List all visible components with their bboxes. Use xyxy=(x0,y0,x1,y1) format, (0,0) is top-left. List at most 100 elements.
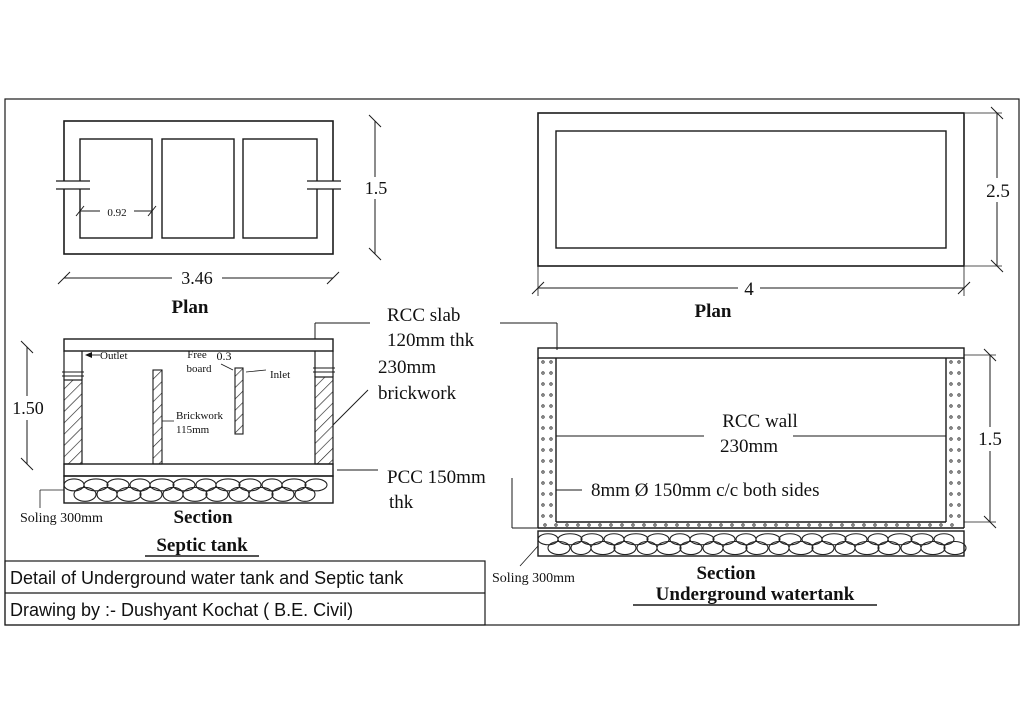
soling-stone xyxy=(854,540,880,556)
rebar-dot xyxy=(598,523,602,527)
rcc-slab-label-1: RCC slab xyxy=(387,305,460,326)
rebar-dot xyxy=(541,481,545,485)
rebar-dot xyxy=(549,470,553,474)
rebar-dot xyxy=(541,470,545,474)
soling-stone xyxy=(613,540,637,556)
rebar-dot xyxy=(541,448,545,452)
rebar-dot xyxy=(949,426,953,430)
rebar-dot xyxy=(541,371,545,375)
septic-section xyxy=(6,338,335,508)
rebar-dot xyxy=(957,470,961,474)
rebar-dot xyxy=(541,382,545,386)
rcc-slab-label-2: 120mm thk xyxy=(387,330,475,351)
rebar-dot xyxy=(631,523,635,527)
rebar-dot xyxy=(541,404,545,408)
soling-stone xyxy=(182,486,208,502)
soling-stone xyxy=(294,486,316,502)
rebar-dot xyxy=(541,514,545,518)
rebar-dot xyxy=(957,481,961,485)
watertank-soling-stones xyxy=(537,533,967,556)
watertank-name: Underground watertank xyxy=(656,584,855,605)
soling-stone xyxy=(656,540,682,556)
watertank-soling-label: Soling 300mm xyxy=(492,571,575,586)
rebar-dot xyxy=(541,393,545,397)
soling-stone xyxy=(702,540,724,556)
soling-stone xyxy=(811,540,835,556)
rebar-dot xyxy=(549,514,553,518)
brickwork-label-1: 230mm xyxy=(378,357,436,378)
rebar-dot xyxy=(549,415,553,419)
rebar-dot xyxy=(549,448,553,452)
soling-stone xyxy=(801,533,823,546)
pcc-label-2: thk xyxy=(389,492,414,513)
rebar-dot xyxy=(949,371,953,375)
soling-stone xyxy=(106,478,130,492)
rebar-dot xyxy=(541,437,545,441)
rebar-dot xyxy=(549,503,553,507)
septic-width-dim: 1.5 xyxy=(365,178,388,198)
watertank-section-title: Section xyxy=(696,563,756,584)
soling-stone xyxy=(271,486,295,502)
rebar-dot xyxy=(949,503,953,507)
rebar-dot xyxy=(785,523,789,527)
rebar-dot xyxy=(774,523,778,527)
rebar-dot xyxy=(957,393,961,397)
rebar-dot xyxy=(949,470,953,474)
soling-stone xyxy=(943,540,967,556)
rebar-dot xyxy=(549,371,553,375)
rebar-dot xyxy=(950,523,954,527)
soling-stone xyxy=(248,486,274,502)
rebar-dot xyxy=(541,503,545,507)
soling-stone xyxy=(590,540,616,556)
rebar-dot xyxy=(949,448,953,452)
rebar-dot xyxy=(906,523,910,527)
rebar-dot xyxy=(653,523,657,527)
soling-stone xyxy=(636,540,658,556)
soling-stone xyxy=(778,533,802,546)
rebar-dot xyxy=(957,503,961,507)
rebar-dot xyxy=(949,437,953,441)
rebar-dot xyxy=(884,523,888,527)
soling-stone xyxy=(768,540,790,556)
rebar-dot xyxy=(818,523,822,527)
soling-stone xyxy=(933,533,955,546)
rebar-dot xyxy=(895,523,899,527)
soling-stone xyxy=(623,533,649,546)
rebar-dot xyxy=(957,437,961,441)
septic-tank-name: Septic tank xyxy=(156,535,248,556)
watertank-width-dim: 2.5 xyxy=(986,181,1010,202)
septic-plan-title: Plan xyxy=(172,297,209,318)
soling-stone xyxy=(920,540,946,556)
rebar-dot xyxy=(949,492,953,496)
septic-plan xyxy=(56,114,392,288)
soling-stone xyxy=(261,478,283,492)
rebar-dot xyxy=(949,481,953,485)
rebar-dot xyxy=(957,426,961,430)
rebar-dot xyxy=(541,360,545,364)
rebar-dot xyxy=(957,415,961,419)
watertank-plan xyxy=(531,106,1016,299)
rebar-dot xyxy=(549,481,553,485)
soling-stone xyxy=(537,533,559,546)
soling-stone xyxy=(281,478,307,492)
soling-stone xyxy=(877,540,901,556)
rebar-dot xyxy=(957,459,961,463)
soling-stone xyxy=(205,486,229,502)
soling-stone xyxy=(788,540,814,556)
rebar-dot xyxy=(949,415,953,419)
rebar-dot xyxy=(554,523,558,527)
soling-stone xyxy=(129,478,151,492)
rebar-dot xyxy=(829,523,833,527)
rebar-dot xyxy=(957,514,961,518)
rebar-dot xyxy=(949,393,953,397)
soling-stone xyxy=(722,540,748,556)
rebar-dot xyxy=(917,523,921,527)
septic-chamber-dim: 0.92 xyxy=(107,207,126,219)
soling-stone xyxy=(83,478,109,492)
rebar-dot xyxy=(549,382,553,386)
watertank-plan-title: Plan xyxy=(695,301,732,322)
soling-stone xyxy=(195,478,217,492)
rebar-dot xyxy=(928,523,932,527)
septic-soling-stones xyxy=(63,478,328,502)
soling-stone xyxy=(887,533,913,546)
